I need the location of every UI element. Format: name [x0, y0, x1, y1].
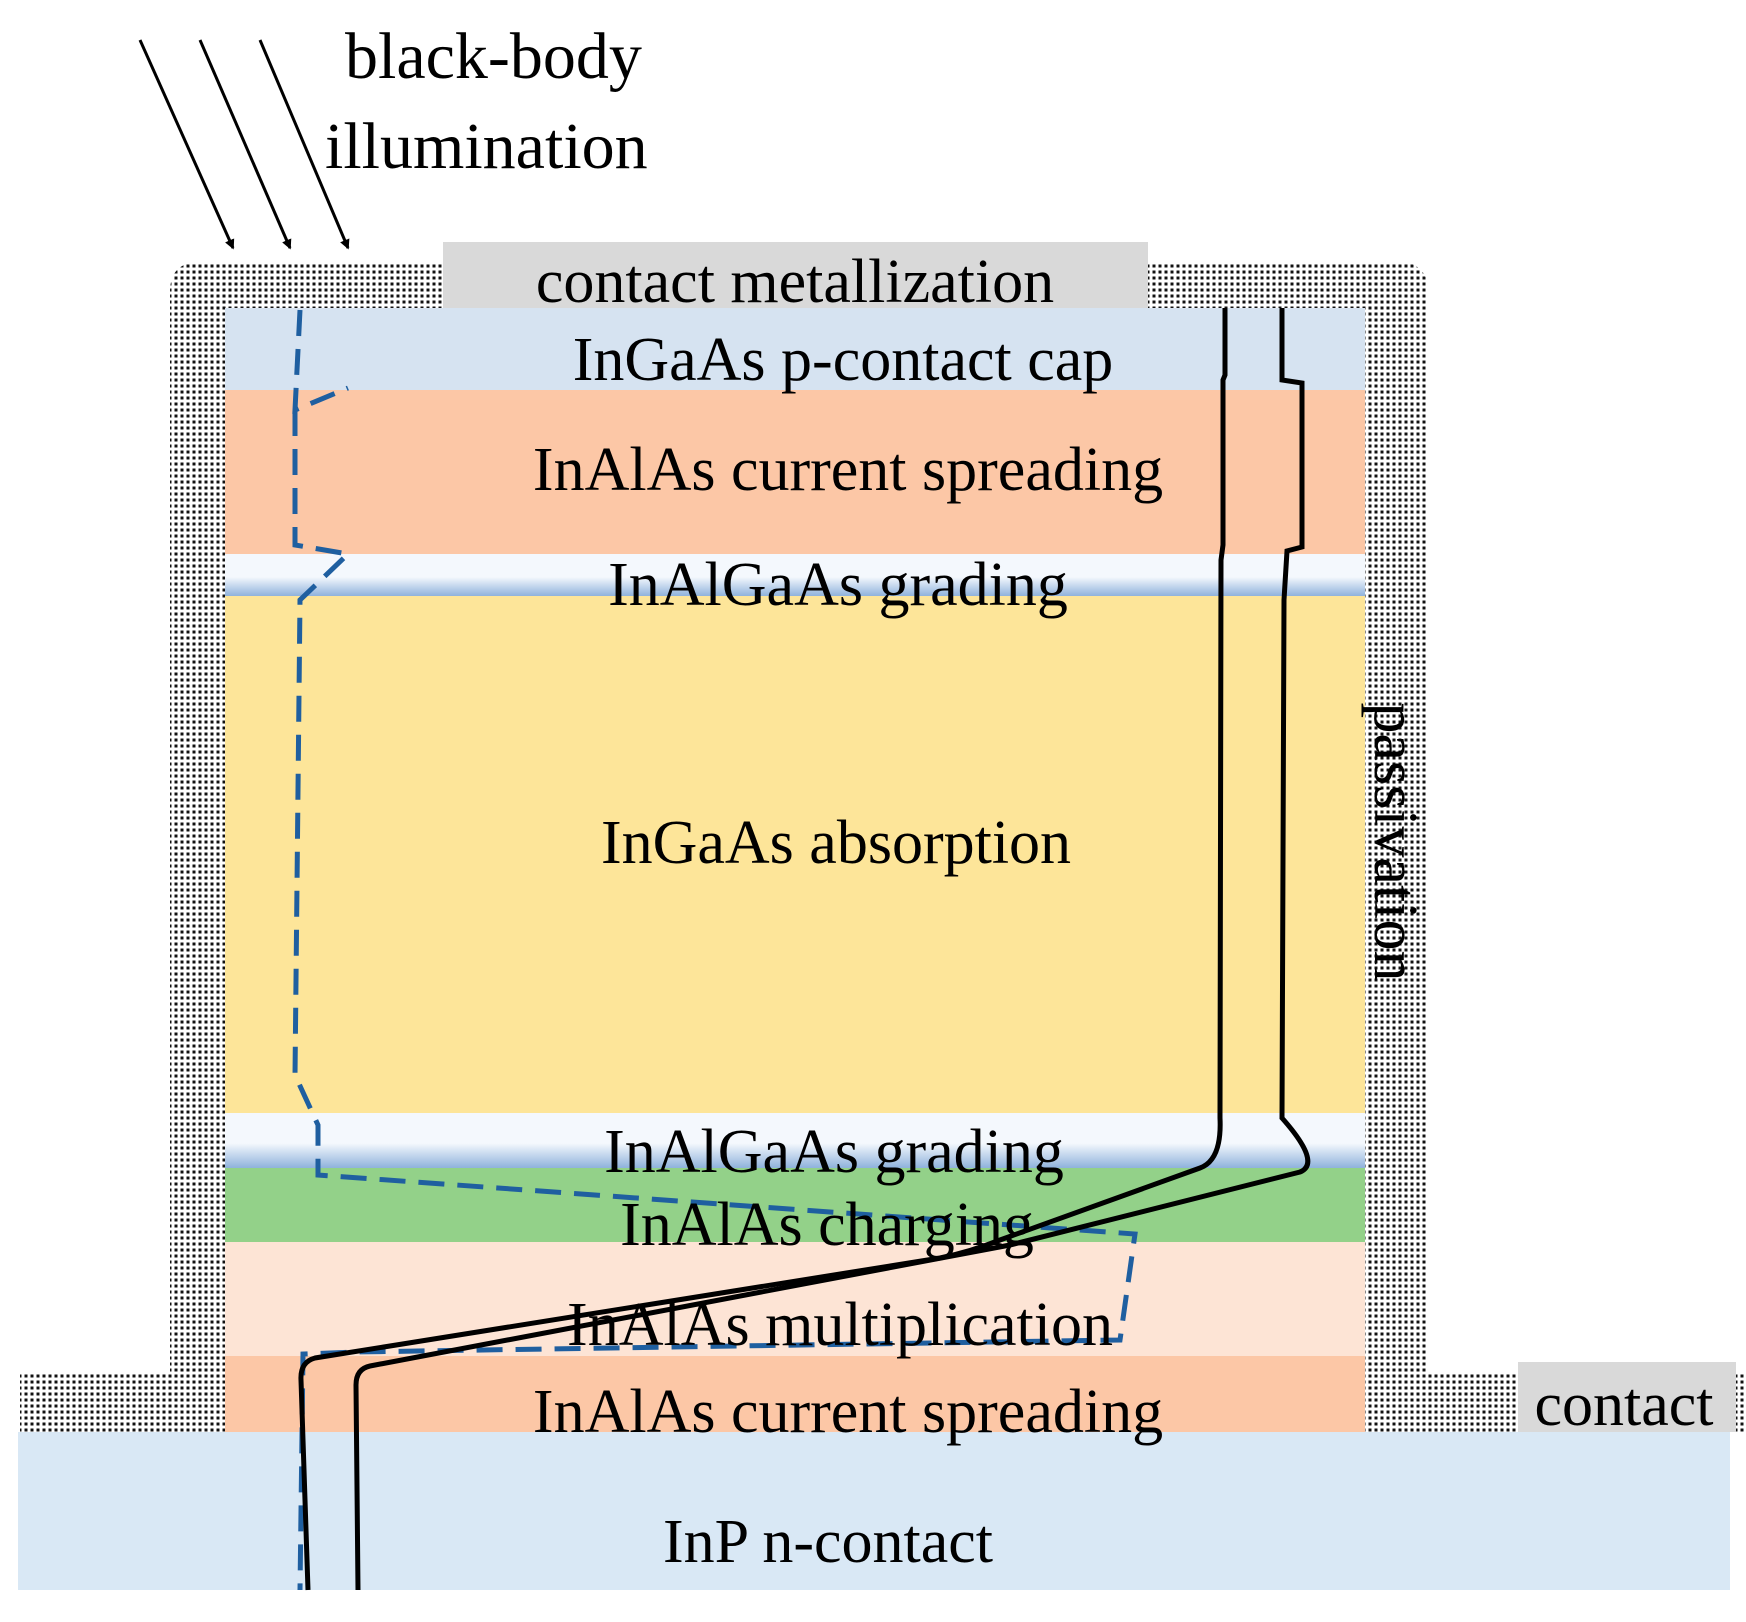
grading-top-label: InAlGaAs grading — [608, 551, 1068, 619]
layer-cap — [225, 308, 1365, 390]
layer-spreading-top — [225, 390, 1365, 554]
band-diagram-solid-line-1 — [298, 308, 1228, 1591]
spreading-top-label: InAlAs current spreading — [533, 436, 1163, 504]
arrow-icon — [138, 39, 235, 250]
band-diagram-solid-line-2 — [353, 308, 1311, 1591]
layer-grading-bottom — [225, 1113, 1365, 1168]
mesa-layer-stack — [225, 308, 1365, 1432]
contact-metallization-pad — [443, 242, 1148, 308]
absorption-label: InGaAs absorption — [601, 809, 1071, 877]
illumination-label-line1: black-body — [345, 20, 642, 93]
grading-bottom-label: InAlGaAs grading — [604, 1118, 1064, 1186]
illumination-arrows — [138, 39, 350, 250]
charging-label: InAlAs charging — [620, 1191, 1034, 1259]
contact-metallization-label: contact metallization — [536, 248, 1054, 316]
cap-layer-label: InGaAs p-contact cap — [573, 326, 1114, 394]
layer-absorption — [225, 596, 1365, 1113]
layer-grading-top — [225, 554, 1365, 596]
passivation-label: passivation — [1361, 703, 1429, 982]
arrow-icon — [258, 39, 350, 250]
layer-multiplication — [225, 1242, 1365, 1356]
bottom-contact-pad — [1518, 1362, 1736, 1432]
contact-label: contact — [1534, 1371, 1713, 1439]
arrow-icon — [198, 39, 292, 250]
multiplication-label: InAlAs multiplication — [567, 1291, 1113, 1359]
illumination-label-line2: illumination — [325, 110, 648, 183]
spreading-bottom-label: InAlAs current spreading — [533, 1378, 1163, 1446]
substrate-label: InP n-contact — [663, 1508, 993, 1576]
layer-spreading-bottom — [225, 1356, 1365, 1432]
